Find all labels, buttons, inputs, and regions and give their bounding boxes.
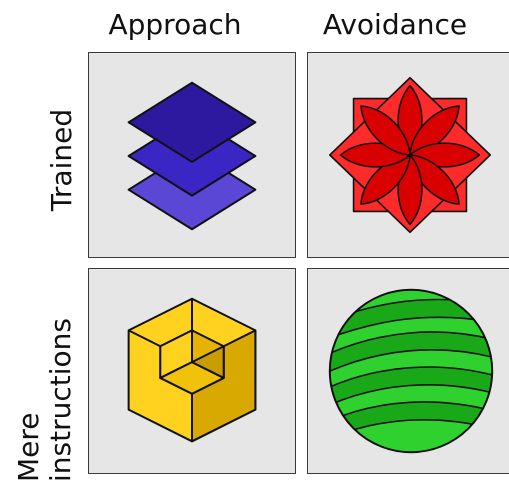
row-header-instructions-line: instructions <box>45 272 77 482</box>
red-flower-icon <box>308 53 509 257</box>
yellow-cube-icon <box>89 269 295 473</box>
green-striped-circle-icon <box>308 269 509 473</box>
cell-trained-approach <box>88 52 296 258</box>
row-header-trained: Trained <box>46 70 78 250</box>
row-header-mere-line: Mere <box>13 272 45 482</box>
row-header-mere-instructions: Mere instructions <box>13 272 77 482</box>
stacked-diamonds-icon <box>89 53 295 257</box>
column-header-avoidance: Avoidance <box>300 8 490 41</box>
cell-instructions-approach <box>88 268 296 474</box>
column-header-approach: Approach <box>80 8 270 41</box>
cell-instructions-avoidance <box>307 268 509 474</box>
cell-trained-avoidance <box>307 52 509 258</box>
